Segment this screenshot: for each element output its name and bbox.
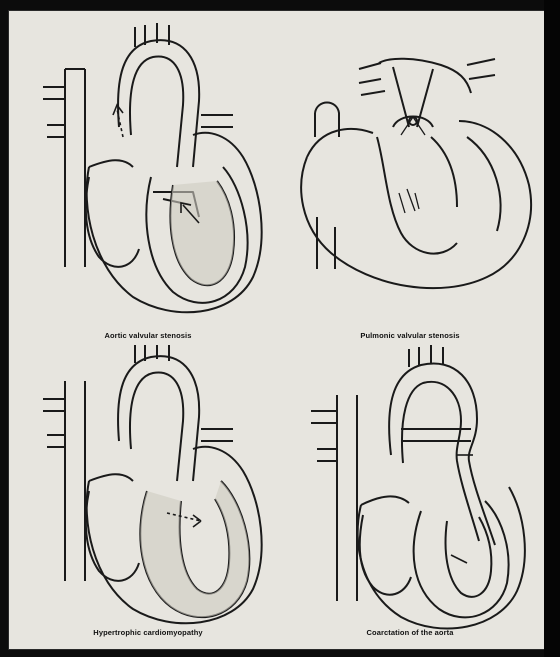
panel-pulmonic-valvular-stenosis: Pulmonic valvular stenosis <box>281 17 539 345</box>
caption-hypertrophic-cardiomyopathy: Hypertrophic cardiomyopathy <box>23 628 273 637</box>
heart-diagram-coarctation <box>281 345 539 630</box>
caption-coarctation-of-the-aorta: Coarctation of the aorta <box>281 628 539 637</box>
caption-aortic-valvular-stenosis: Aortic valvular stenosis <box>23 331 273 340</box>
heart-diagram-pulmonic-stenosis <box>281 17 539 337</box>
figure-sheet: Aortic valvular stenosis <box>8 10 546 650</box>
panel-hypertrophic-cardiomyopathy: Hypertrophic cardiomyopathy <box>23 345 273 645</box>
heart-diagram-aortic-stenosis <box>23 17 273 337</box>
caption-pulmonic-valvular-stenosis: Pulmonic valvular stenosis <box>281 331 539 340</box>
scan-edge <box>544 0 560 657</box>
panel-aortic-valvular-stenosis: Aortic valvular stenosis <box>23 17 273 345</box>
heart-diagram-hypertrophic-cardiomyopathy <box>23 345 273 630</box>
panel-coarctation-of-the-aorta: Coarctation of the aorta <box>281 345 539 645</box>
